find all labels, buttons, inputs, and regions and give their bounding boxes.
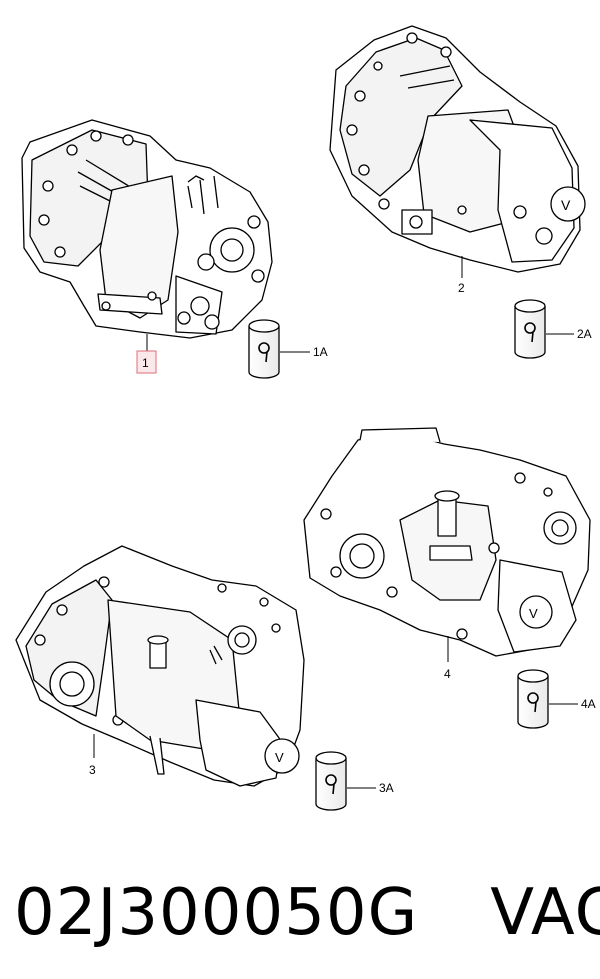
callout-1a: 1A [313,345,328,359]
gearbox-2-drawing: V [329,25,586,273]
svg-text:V: V [529,606,538,621]
callout-2: 2 [458,281,465,295]
exploded-parts-diagram: 1 1A V 2 2A [15,25,596,811]
oil-bottle-4a-drawing [517,669,549,729]
svg-text:V: V [275,750,284,765]
highlight-box [136,350,157,374]
oil-bottle-3a-drawing [315,751,347,811]
gearbox-4-drawing: V [303,427,591,657]
gearbox-3-drawing: V [15,545,305,787]
svg-text:V: V [561,197,571,213]
gearbox-1-drawing [21,119,273,339]
callout-2a: 2A [577,327,592,341]
oil-bottle-2a-drawing [514,299,546,359]
brand-name: VAG [490,876,600,950]
callout-4: 4 [444,667,451,681]
part-number: 02J300050G [14,876,419,950]
callout-4a: 4A [581,697,596,711]
oil-bottle-1a-drawing [248,319,280,379]
part-title: 02J300050G VAG [14,858,600,968]
callout-3: 3 [89,763,96,777]
callout-1: 1 [142,356,149,370]
callout-3a: 3A [379,781,394,795]
